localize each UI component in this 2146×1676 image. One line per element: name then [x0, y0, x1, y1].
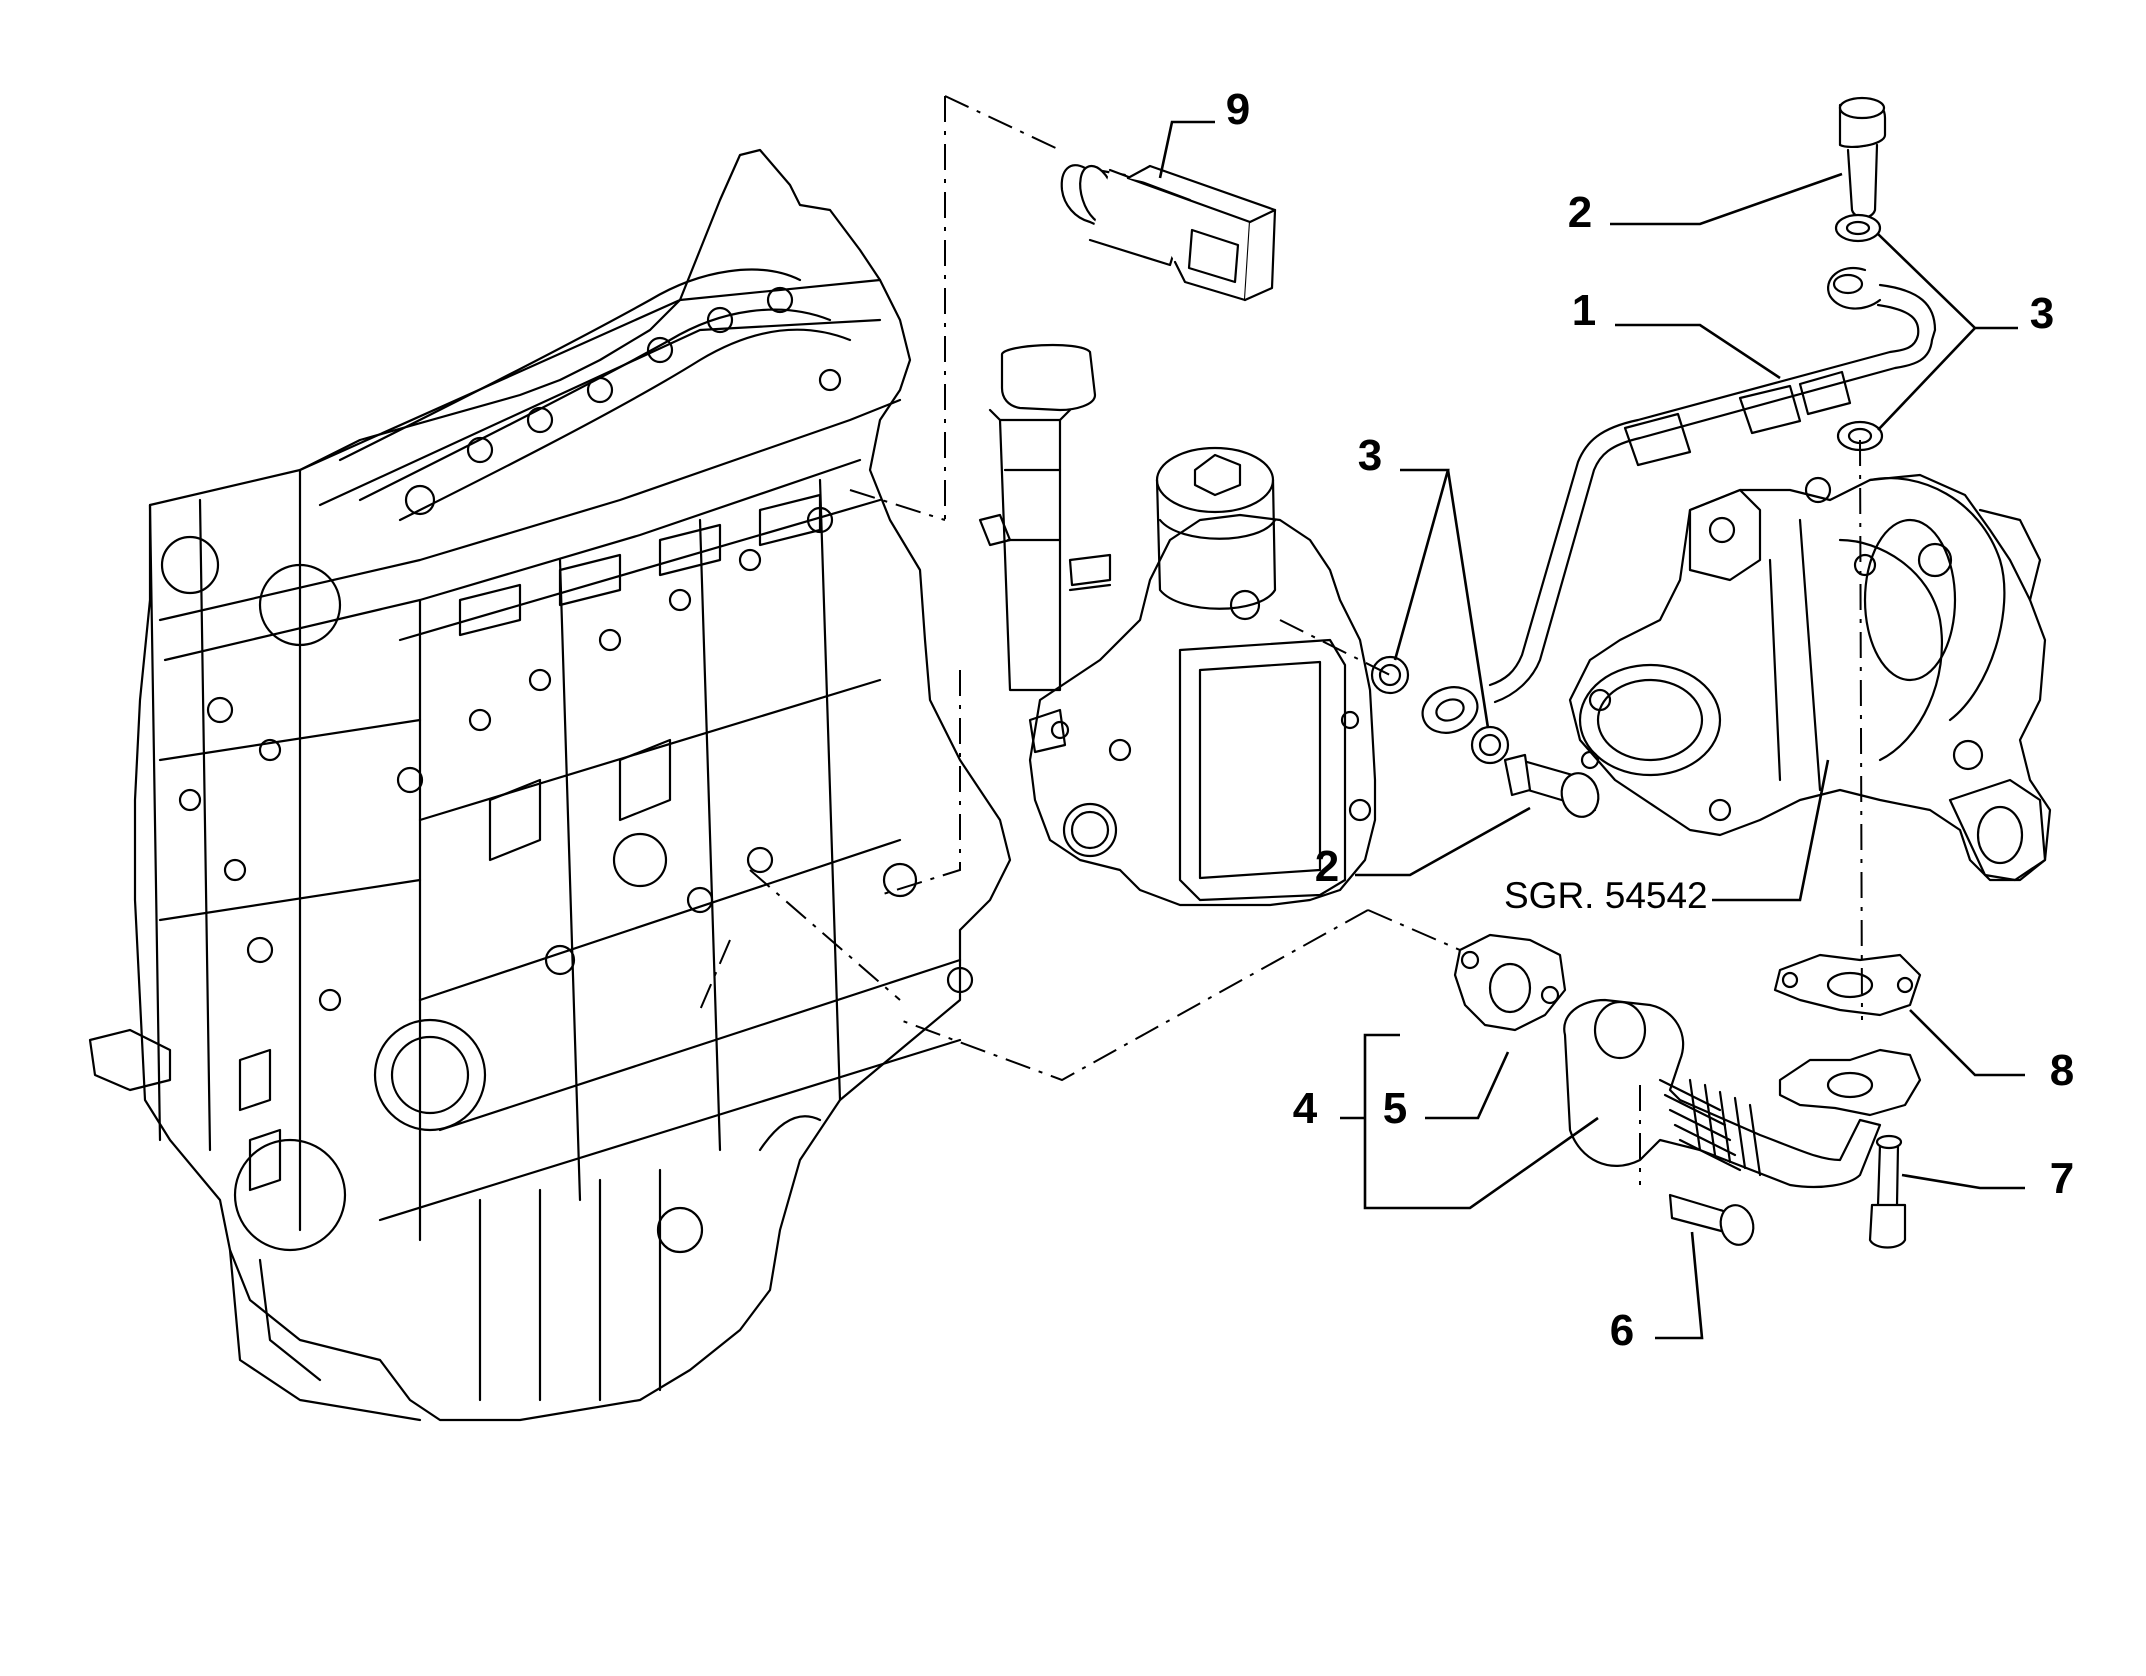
oil-filter-housing: [978, 343, 1377, 907]
oil-return-pipe: [1453, 933, 1922, 1249]
callout-labels: 9 2 1 3 3 2 SGR. 54542 8 4 5 7 6: [1226, 85, 2074, 1355]
callout-5: 5: [1383, 1084, 1407, 1133]
callout-4: 4: [1293, 1084, 1318, 1133]
assembly-guide-lines: [699, 95, 1863, 1185]
callout-3-right: 3: [2030, 289, 2054, 338]
callout-leaders: [1158, 120, 2025, 1340]
oil-feed-pipe: [1421, 267, 1937, 734]
callout-7: 8: [2050, 1046, 2074, 1095]
washers-and-bolts: [1370, 96, 1887, 818]
callout-2-top: 2: [1568, 188, 1592, 237]
callout-6: 6: [1610, 1306, 1634, 1355]
callout-2-lower: 2: [1315, 842, 1339, 891]
callout-1: 1: [1572, 286, 1596, 335]
engine-block: [88, 148, 1012, 1422]
reference-code: SGR. 54542: [1504, 875, 1708, 916]
turbocharger: [1568, 473, 2052, 882]
callout-9: 9: [1226, 85, 1250, 134]
callout-8: 7: [2050, 1154, 2074, 1203]
callout-3-left: 3: [1358, 431, 1382, 480]
pressure-sensor: [1060, 164, 1277, 302]
